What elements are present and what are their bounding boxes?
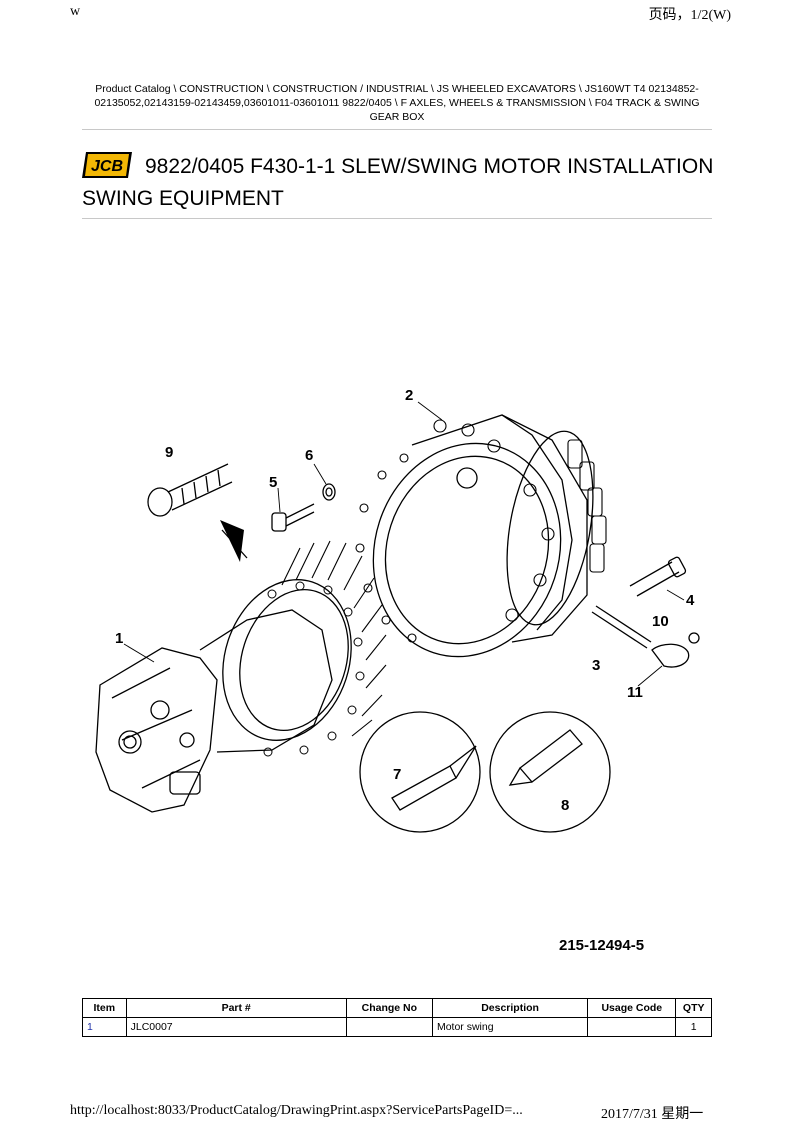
callout-7: 7 [393,766,401,783]
parts-table-header: Item Part # Change No Description Usage … [82,998,712,1018]
print-header-page-number: 页码，1/2(W) [648,8,731,23]
callout-labels: 1 2 3 4 5 6 7 8 9 10 11 [115,387,695,814]
callout-arrowhead [220,520,244,562]
table-row: 1 JLC0007 Motor swing 1 [82,1017,712,1037]
callout-10: 10 [652,613,669,630]
callout-11: 11 [627,684,643,701]
detail-circle-8 [489,711,611,833]
drawing-number: 215-12494-5 [559,937,645,954]
leader-lines [123,401,685,687]
usage-code [587,1017,677,1037]
print-header-left: w [70,4,81,19]
col-change-no: Change No [345,998,433,1018]
callout-9: 9 [165,444,173,461]
print-footer-date: 2017/7/31 星期一 [601,1107,704,1122]
gearbox-teeth [567,439,607,573]
change-no [345,1017,433,1037]
col-qty: QTY [675,998,712,1018]
callout-1: 1 [115,630,123,647]
part-number: JLC0007 [125,1017,347,1037]
col-usage-code: Usage Code [587,998,677,1018]
callout-6: 6 [305,447,313,464]
qty: 1 [675,1017,712,1037]
detail-circle-7 [359,711,481,833]
callout-4: 4 [686,592,695,609]
page-subtitle: SWING EQUIPMENT [82,187,284,210]
motor-flange-bolts [281,540,387,737]
gearbox-bolts [355,419,555,643]
callout-8: 8 [561,797,569,814]
col-part-number: Part # [125,998,347,1018]
capscrew-9-drawing [147,463,233,517]
bolt-5-drawing [271,483,336,532]
parts-table: Item Part # Change No Description Usage … [82,998,712,1037]
swing-motor-drawing [95,540,387,813]
col-description: Description [431,998,589,1018]
swing-gearbox-drawing [355,414,607,658]
fitting-drawing [651,632,700,668]
breadcrumb-divider [82,129,712,130]
title-divider [82,218,712,219]
logo-text: JCB [91,158,123,175]
callout-5: 5 [269,474,277,491]
breadcrumb: Product Catalog \ CONSTRUCTION \ CONSTRU… [94,83,700,123]
callout-3: 3 [592,657,600,674]
item-link[interactable]: 1 [82,1017,127,1037]
grease-tube-icon [519,729,583,783]
description: Motor swing [431,1017,589,1037]
page-title: 9822/0405 F430-1-1 SLEW/SWING MOTOR INST… [145,155,714,178]
dipstick-tube-drawing [591,556,687,649]
sealant-gun-icon [391,765,457,811]
col-item: Item [82,998,127,1018]
print-footer-url: http://localhost:8033/ProductCatalog/Dra… [70,1103,523,1118]
exploded-parts-diagram: 1 2 3 4 5 6 7 8 9 10 11 [95,387,700,833]
callout-2: 2 [405,387,413,404]
jcb-logo-icon: JCB [82,152,132,178]
